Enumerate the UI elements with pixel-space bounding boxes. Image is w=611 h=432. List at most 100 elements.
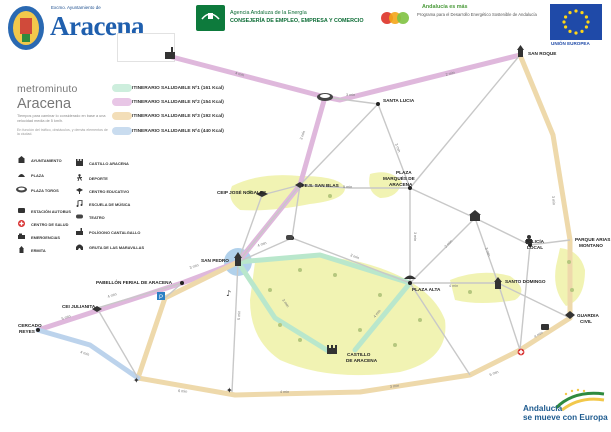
place-cercado-line1[interactable]: CERCADO [18,323,42,328]
itinerary-3-label: ITINERARIO SALUDABLE Nº3 (192 Kcal) [132,114,224,119]
edge-label: 6 min [178,389,188,394]
place-ceip-jose-nogales[interactable]: CEIP JOSÉ NOGALES [217,190,267,195]
sport-icon [76,174,83,181]
station-santa-lucia[interactable] [376,102,380,106]
edge-label: 3 min [346,93,355,97]
station-cercado[interactable] [36,328,40,332]
castle-icon [76,159,83,166]
guardia-civil-icon [565,311,575,319]
edge-label: 2 min [444,239,453,248]
edge-label: 4 min [280,390,289,394]
green-zone-ceip [230,175,345,211]
edge-label: 3 min [281,298,290,308]
place-santa-lucia[interactable]: SANTA LUCIA [383,98,415,103]
music-icon: ♪ [226,289,231,298]
place-ies-san-blas[interactable]: I.E.S. SAN BLAS [302,183,339,188]
bullring-icon [317,93,333,101]
health-icon [18,220,25,227]
poi-label-theatre: TEATRO [89,215,105,220]
station-plaza-alta[interactable] [408,281,412,285]
poi-label-castle: CASTILLO ARACENA [89,161,129,166]
place-marques-line1[interactable]: PLAZA [396,170,412,175]
place-marques-line3[interactable]: ARACENA [389,182,413,187]
itinerary-1-swatch [112,84,132,92]
bus-icon [541,324,549,330]
town-hall-icon [18,156,25,163]
itinerary-4-swatch [112,127,132,135]
place-pabellon[interactable]: PABELLÓN FERIAL DE ARACENA [96,280,172,285]
station-marques[interactable] [408,186,412,190]
edge-label: 3 min [394,143,401,153]
school-icon [76,188,83,194]
chapel-icon [19,246,24,253]
eu-label: UNIÓN EUROPEA [551,41,590,46]
place-policia-line2[interactable]: LOCAL [527,245,544,250]
svg-text:✦: ✦ [133,376,140,385]
route-3-band-b [135,315,573,398]
route-1-band-b [235,259,333,355]
legend-title-a: metrominuto [17,83,78,95]
poi-label-plaza: PLAZA [31,173,44,178]
program-title: Andalucía es más [422,4,468,10]
program-subtitle: Programa para el Desarrollo Energético S… [417,12,537,17]
place-castillo-line2[interactable]: DE ARACENA [346,358,378,363]
agency-name: Agencia Andaluza de la Energía [230,10,307,16]
edge-label: 4 min [534,331,544,339]
aracena-crest-logo [8,6,44,50]
edge-label: 3 min [484,247,491,257]
edge-label: 3 min [350,253,360,260]
bus-icon [18,208,25,213]
svg-text:✦: ✦ [226,386,233,395]
music-icon [76,200,83,207]
station-pabellon[interactable] [180,281,184,285]
place-guardia-line2[interactable]: CIVIL [580,319,592,324]
town-hall-icon [469,210,481,221]
factory-icon [165,47,175,59]
footer-mueve-europa: se mueve con Europa [523,413,608,422]
theatre-icon [76,214,83,219]
place-santo-domingo[interactable]: SANTO DOMINGO [505,279,546,284]
factory-icon [76,228,83,235]
place-plaza-alta[interactable]: PLAZA ALTA [412,287,441,292]
edge-label: 4 min [257,241,267,248]
legend-note: Tiempos para caminar lo considerado en b… [17,114,106,123]
itinerary-2-label: ITINERARIO SALUDABLE Nº2 (154 Kcal) [132,100,224,105]
ambulance-icon [18,233,25,239]
place-castillo-line1[interactable]: CASTILLO [347,352,371,357]
edge-label: 3 min [551,196,556,206]
edge-label: 5 min [61,314,71,321]
poi-label-health: CENTRO DE SALUD [31,222,69,227]
legend-note-2: En función del tráfico, obstáculos, y de… [17,128,108,137]
itinerary-4-label: ITINERARIO SALUDABLE Nº4 (440 Kcal) [132,129,224,134]
place-marques-line2[interactable]: MARQUÉS DE [383,176,415,181]
place-policia-line1[interactable]: POLICÍA [525,239,545,244]
plaza-icon [404,275,416,279]
place-cercado-line2[interactable]: REYES [19,329,35,334]
parking-icon: P [157,292,165,301]
place-san-roque[interactable]: SAN ROQUE [528,51,557,56]
place-parque-line1[interactable]: PARQUE ARIAS [575,237,611,242]
edge-label: 2 min [445,71,455,77]
poi-label-chapel: ERMITA [31,248,46,253]
theatre-icon [286,235,293,240]
place-guardia-line1[interactable]: GUARDIA [577,313,599,318]
legend-title-b: Aracena [17,96,72,112]
place-san-pedro[interactable]: SAN PEDRO [201,258,229,263]
edge-label: 6 min [489,370,499,377]
police-icon [526,235,532,244]
edge-label: 4 min [235,71,245,77]
itinerary-1-label: ITINERARIO SALUDABLE Nº1 (161 Kcal) [132,86,224,91]
poi-label-school: CENTRO EDUCATIVO [89,189,130,194]
svg-text:P: P [159,295,163,301]
place-parque-line2[interactable]: MONTANO [579,243,603,248]
green-zone-santo-domingo [450,272,522,303]
plaza-icon [18,174,25,177]
cave-icon [76,244,83,250]
itinerary-3-swatch [112,112,132,120]
castle-icon [327,345,337,354]
route-1-band [235,252,413,286]
green-zone-plaza-marques [369,172,402,198]
place-cei-julianita[interactable]: CEI JULIANITA [62,304,96,309]
eu-flag-icon [550,4,602,40]
route-1-band-c [352,280,413,353]
